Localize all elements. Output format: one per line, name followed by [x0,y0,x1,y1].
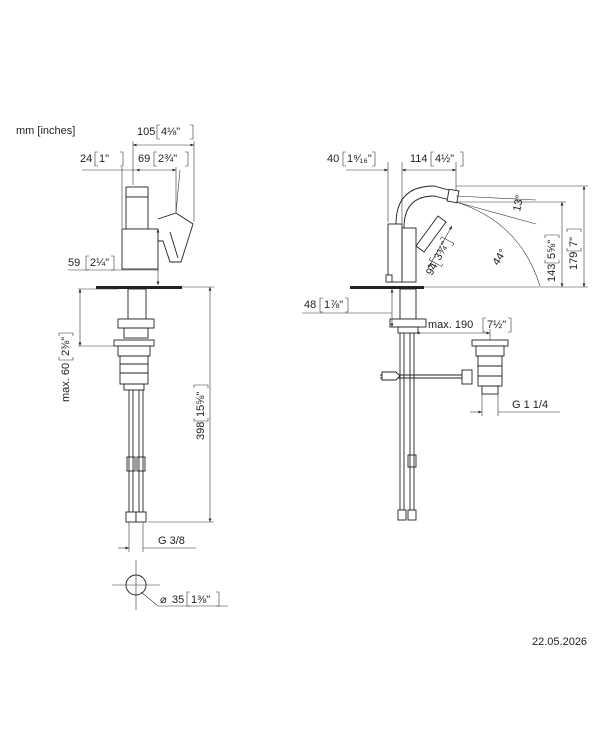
side-waste-body [477,355,503,387]
front-handle [125,196,149,230]
dim-connection-thread: G 3/8 [158,535,185,547]
dim-body-depth-in: 1⁹⁄₁₆" [347,153,372,165]
side-body-back [387,223,403,283]
dim-width-overall-in: 4⅛" [161,126,180,138]
side-spout-tip [446,188,460,204]
dim-body-depth-mm: 40 [327,153,339,165]
front-hose-fitting-left [125,511,137,523]
front-body [121,228,159,270]
dim-base-height-mm: 48 [304,299,316,311]
side-deck [350,286,424,289]
drawing-date: 22.05.2026 [532,636,587,648]
dim-width-overall-mm: 105 [137,126,155,138]
front-nut [117,318,155,329]
dim-base-offset-in: 1" [99,153,109,165]
front-waste-top [113,339,155,347]
dim-spout-length-in: 3¾" [432,240,452,263]
dim-body-height-mm: 59 [68,257,80,269]
front-lever [157,212,194,263]
front-hose-fitting-right [135,511,147,523]
angle-top-label: 13° [511,194,526,213]
dim-handle-width-in: 2¾" [158,153,177,165]
dim-diameter-mm: 35 [172,594,184,606]
units-label: mm [inches] [16,125,75,137]
side-body [401,227,417,283]
dim-total-height-mm: 179 [568,252,580,270]
front-waste-body [119,355,149,385]
side-nut [389,318,427,328]
front-view: 105 4⅛" 24 1" 69 2¾" 59 2¼" max. 60 2⅜" [58,124,228,610]
dim-spout-height-mm: 143 [546,264,558,282]
dim-handle-width-mm: 69 [138,153,150,165]
dim-spout-height-in: 5⅝" [546,240,558,259]
dim-total-height-in: 7" [568,237,580,247]
svg-text:⌀: ⌀ [160,594,167,606]
front-handle-cap [125,186,149,198]
dim-max-waste-in: 7½" [487,319,506,331]
dim-overall-length-mm: 398 [195,422,207,440]
dim-max-waste-mm: max. 190 [428,319,473,331]
dim-diameter-in: 1⅜" [191,594,210,606]
dim-overall-length-in: 15⅝" [195,392,207,417]
front-deck [96,286,182,289]
dim-spout-reach-mm: 114 [410,153,428,165]
side-spout [395,185,457,225]
angle-swivel-label: 44° [490,247,509,267]
hole-diameter-circle [125,574,147,596]
side-view: 40 1⁹⁄₁₆" 114 4½" 13° 44° 94 3¾" 143 5⅝"… [302,151,588,521]
dim-spout-reach-in: 4½" [435,153,454,165]
side-waste-flange [471,339,509,347]
dim-waste-thread: G 1 1/4 [512,399,548,411]
dim-base-height-in: 1⅞" [324,299,343,311]
dim-max-deck-mm: max. 60 [60,363,72,402]
dim-base-offset-mm: 24 [80,153,92,165]
front-lever-edge [169,231,179,259]
dim-body-height-in: 2¼" [90,257,109,269]
dim-max-deck-in: 2⅜" [60,337,72,356]
dim-spout-length-mm: 94 [424,261,440,277]
